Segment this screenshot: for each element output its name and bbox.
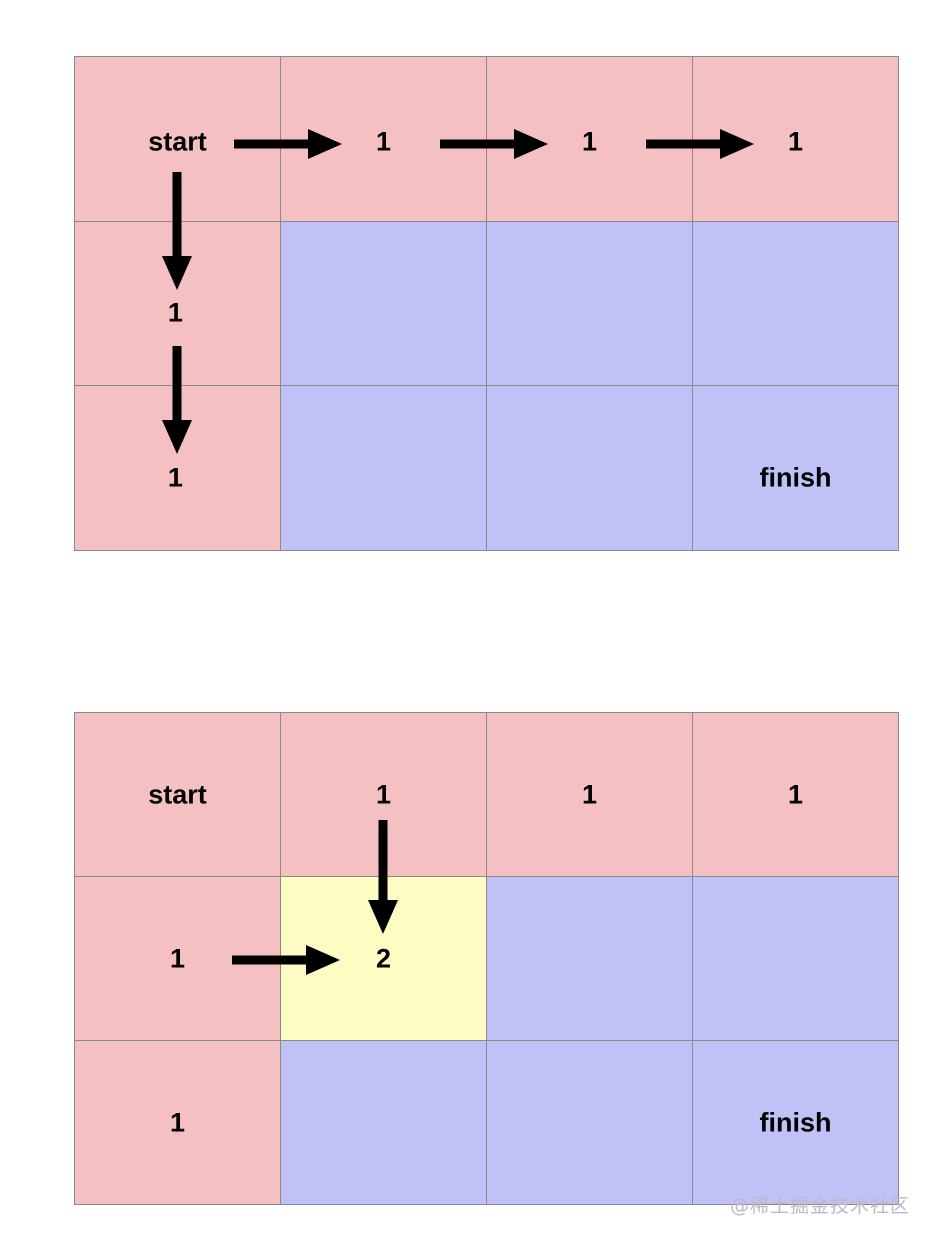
grid-figure-2: start 1 1 1 1 2 [74,712,899,1205]
table-row: 1 finish [74,385,899,551]
grid-1-cell-r1c3[interactable]: 1 [486,56,693,222]
table-row: 1 2 [74,876,899,1041]
cell-label: 1 [169,1107,186,1137]
grid-2-cell-r3c4[interactable]: finish [692,1040,899,1205]
cell-label: start [148,126,207,157]
grid-2-cell-r1c2[interactable]: 1 [280,712,487,877]
table-row: 1 [74,220,899,387]
cell-label: 1 [375,779,392,809]
grid-2-cell-r1c3[interactable]: 1 [486,712,693,877]
grid-2-cell-r2c2[interactable]: 2 [280,876,487,1041]
grid-2-cell-r2c1[interactable]: 1 [74,876,281,1041]
cell-label: 1 [167,297,183,328]
grid-1-cell-r2c4[interactable] [692,220,899,387]
cell-label: finish [759,1107,832,1137]
cell-label: 1 [787,779,804,809]
table-row: start 1 1 1 [74,56,899,222]
cell-label: 1 [581,126,598,157]
grid-1-cell-r3c2[interactable] [280,385,487,551]
cell-label: 1 [581,779,598,809]
grid-1-cell-r2c3[interactable] [486,220,693,387]
cell-label: 1 [375,126,392,157]
grid-1-cell-r1c1[interactable]: start [74,56,281,222]
grid-1-cell-r3c1[interactable]: 1 [74,385,281,551]
cell-label: 1 [787,126,804,157]
grid-figure-1: start 1 1 1 1 [74,56,899,551]
cell-label: 1 [169,943,186,973]
grid-1-cell-r1c2[interactable]: 1 [280,56,487,222]
cell-label: 2 [375,943,392,973]
cell-label: finish [759,462,832,493]
table-row: start 1 1 1 [74,712,899,877]
grid-2-cell-r3c2[interactable] [280,1040,487,1205]
grid-2-cell-r1c1[interactable]: start [74,712,281,877]
grid-1-cell-r2c2[interactable] [280,220,487,387]
cell-label: 1 [167,462,183,493]
table-row: 1 finish [74,1040,899,1205]
grid-2-cell-r2c3[interactable] [486,876,693,1041]
grid-1-cell-r3c3[interactable] [486,385,693,551]
grid-2-cell-r1c4[interactable]: 1 [692,712,899,877]
grid-1-cell-r2c1[interactable]: 1 [74,220,281,387]
grid-2-cell-r3c3[interactable] [486,1040,693,1205]
grid-1-table: start 1 1 1 1 [74,56,899,551]
cell-label: start [148,779,207,809]
grid-1-cell-r3c4[interactable]: finish [692,385,899,551]
grid-2-cell-r3c1[interactable]: 1 [74,1040,281,1205]
grid-2-table: start 1 1 1 1 2 [74,712,899,1205]
watermark: @稀土掘金技术社区 [729,1195,910,1217]
grid-2-cell-r2c4[interactable] [692,876,899,1041]
grid-1-cell-r1c4[interactable]: 1 [692,56,899,222]
